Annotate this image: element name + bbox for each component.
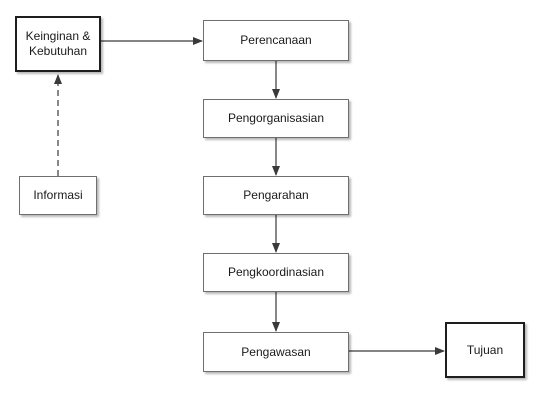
node-pengkoordinasian-label: Pengkoordinasian: [227, 265, 325, 279]
node-perencanaan-label: Perencanaan: [240, 33, 312, 47]
node-pengawasan: Pengawasan: [203, 332, 349, 372]
node-keinginan-kebutuhan: Keinginan & Kebutuhan: [15, 16, 101, 72]
node-pengkoordinasian: Pengkoordinasian: [203, 253, 349, 292]
node-tujuan: Tujuan: [445, 322, 525, 378]
node-pengarahan-label: Pengarahan: [243, 188, 309, 202]
node-pengawasan-label: Pengawasan: [241, 344, 311, 359]
node-informasi: Informasi: [19, 176, 97, 215]
node-pengorganisasian: Pengorganisasian: [203, 99, 349, 138]
node-pengorganisasian-label: Pengorganisasian: [227, 111, 325, 125]
node-informasi-label: Informasi: [33, 188, 83, 202]
node-tujuan-label: Tujuan: [466, 342, 504, 357]
node-perencanaan: Perencanaan: [203, 20, 349, 61]
node-pengarahan: Pengarahan: [203, 176, 349, 215]
node-keinginan-kebutuhan-label: Keinginan & Kebutuhan: [25, 29, 91, 58]
